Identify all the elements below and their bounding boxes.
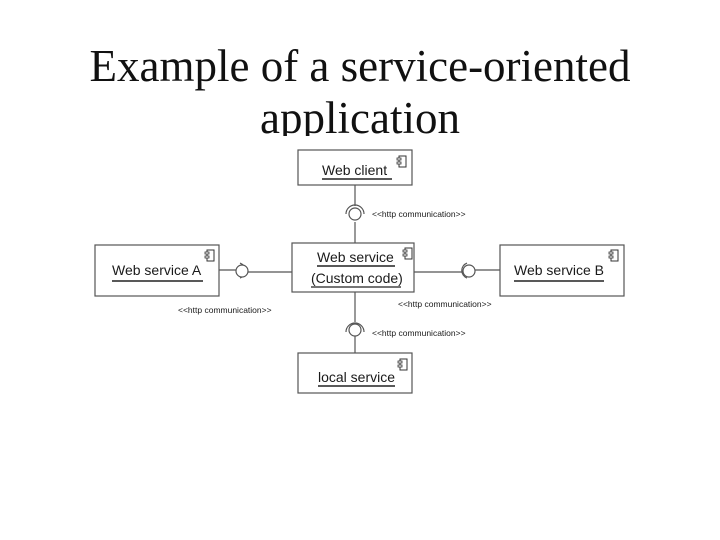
web-service-main-component: Web service (Custom code) — [291, 242, 415, 293]
web-service-b-label: Web service B — [514, 262, 604, 278]
http-communication-label-client: <<http communication>> — [372, 209, 466, 219]
lollipop-interface-icon — [235, 262, 249, 279]
web-service-main-sublabel: (Custom code) — [311, 270, 403, 286]
slide-title: Example of a service-oriented applicatio… — [89, 41, 631, 136]
web-service-main-label: Web service — [317, 249, 394, 265]
lollipop-interface-icon — [345, 204, 365, 221]
lollipop-interface-icon — [345, 322, 365, 337]
local-service-component: local service — [297, 352, 413, 394]
http-communication-label-a: <<http communication>> — [178, 305, 272, 315]
local-service-label: local service — [318, 369, 395, 385]
slide-title-container: Example of a service-oriented applicatio… — [0, 40, 720, 136]
lollipop-interface-icon — [461, 262, 476, 279]
web-service-b-component: Web service B — [499, 244, 625, 297]
web-client-component: Web client — [297, 149, 413, 186]
http-communication-label-b: <<http communication>> — [398, 299, 492, 309]
web-client-label: Web client — [322, 162, 387, 178]
web-service-a-component: Web service A — [94, 244, 220, 297]
web-service-a-label: Web service A — [112, 262, 202, 278]
http-communication-label-local: <<http communication>> — [372, 328, 466, 338]
